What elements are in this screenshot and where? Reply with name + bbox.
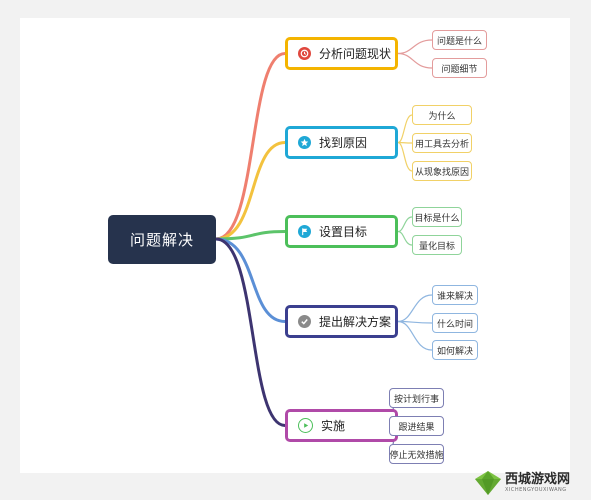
leaf-node[interactable]: 量化目标 <box>412 235 462 255</box>
branch-label: 提出解决方案 <box>319 315 392 329</box>
branch-label: 找到原因 <box>319 136 368 150</box>
branch-node-4[interactable]: 提出解决方案 <box>285 305 398 338</box>
leaf-label: 什么时间 <box>436 319 473 330</box>
branch-label: 设置目标 <box>319 225 368 239</box>
watermark-main-text: 西城游戏网 <box>505 472 571 487</box>
branch-node-2[interactable]: 找到原因 <box>285 126 398 159</box>
star-icon <box>298 136 311 149</box>
leaf-label: 按计划行事 <box>393 394 439 405</box>
branch-node-5[interactable]: 实施 <box>285 409 398 442</box>
watermark-gem-icon <box>475 471 501 495</box>
leaf-node[interactable]: 谁来解决 <box>432 285 478 305</box>
watermark-sub-text: XICHENGYOUXIWANG <box>505 487 567 493</box>
leaf-label: 为什么 <box>428 111 456 122</box>
leaf-node[interactable]: 从现象找原因 <box>412 161 472 181</box>
clock-icon <box>298 47 311 60</box>
leaf-label: 目标是什么 <box>414 213 460 224</box>
leaf-node[interactable]: 如何解决 <box>432 340 478 360</box>
leaf-label: 谁来解决 <box>436 291 473 302</box>
branch-node-3[interactable]: 设置目标 <box>285 215 398 248</box>
leaf-label: 如何解决 <box>436 346 473 357</box>
leaf-label: 从现象找原因 <box>414 167 469 178</box>
play-icon <box>298 418 313 433</box>
leaf-label: 用工具去分析 <box>414 139 469 150</box>
leaf-label: 跟进结果 <box>398 422 435 433</box>
leaf-node[interactable]: 按计划行事 <box>389 388 444 408</box>
root-label: 问题解决 <box>129 231 194 249</box>
leaf-label: 问题细节 <box>441 64 478 75</box>
leaf-label: 问题是什么 <box>436 36 482 47</box>
flag-icon <box>298 225 311 238</box>
branch-label: 分析问题现状 <box>319 47 392 61</box>
leaf-node[interactable]: 跟进结果 <box>389 416 444 436</box>
leaf-node[interactable]: 停止无效措施 <box>389 444 444 464</box>
branch-label: 实施 <box>321 419 346 433</box>
leaf-node[interactable]: 为什么 <box>412 105 472 125</box>
leaf-node[interactable]: 问题细节 <box>432 58 487 78</box>
leaf-node[interactable]: 目标是什么 <box>412 207 462 227</box>
leaf-label: 量化目标 <box>418 241 455 252</box>
leaf-label: 停止无效措施 <box>389 450 444 461</box>
check-icon <box>298 315 311 328</box>
leaf-node[interactable]: 什么时间 <box>432 313 478 333</box>
watermark-logo: 西城游戏网 XICHENGYOUXIWANG <box>474 469 584 497</box>
branch-node-1[interactable]: 分析问题现状 <box>285 37 398 70</box>
leaf-node[interactable]: 问题是什么 <box>432 30 487 50</box>
root-node[interactable]: 问题解决 <box>108 215 216 264</box>
leaf-node[interactable]: 用工具去分析 <box>412 133 472 153</box>
